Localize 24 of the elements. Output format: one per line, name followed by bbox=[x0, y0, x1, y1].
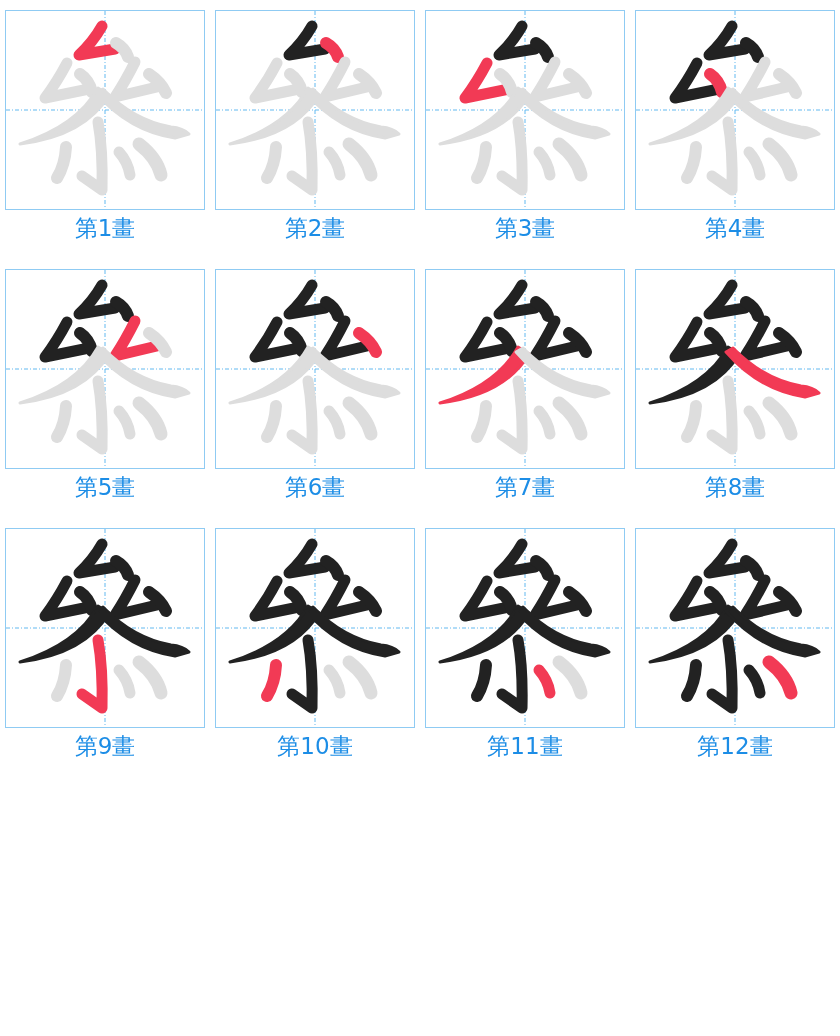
stroke-order-drawing bbox=[635, 528, 835, 728]
stroke-order-drawing bbox=[425, 528, 625, 728]
stroke-order-drawing bbox=[635, 10, 835, 210]
stroke-caption: 第9畫 bbox=[73, 732, 137, 761]
stroke-caption: 第2畫 bbox=[283, 214, 347, 243]
stroke-order-drawing bbox=[5, 269, 205, 469]
stroke-caption: 第11畫 bbox=[486, 732, 564, 761]
stroke-order-drawing bbox=[635, 269, 835, 469]
stroke-caption: 第7畫 bbox=[493, 473, 557, 502]
stroke-caption: 第5畫 bbox=[73, 473, 137, 502]
stroke-caption: 第12畫 bbox=[696, 732, 774, 761]
stroke-order-drawing bbox=[215, 10, 415, 210]
stroke-caption: 第6畫 bbox=[283, 473, 347, 502]
stroke-order-drawing bbox=[5, 528, 205, 728]
stroke-order-drawing bbox=[215, 528, 415, 728]
stroke-caption: 第10畫 bbox=[276, 732, 354, 761]
stroke-caption: 第8畫 bbox=[703, 473, 767, 502]
stroke-order-drawing bbox=[5, 10, 205, 210]
stroke-caption: 第3畫 bbox=[493, 214, 557, 243]
stroke-order-drawing bbox=[425, 10, 625, 210]
stroke-caption: 第4畫 bbox=[703, 214, 767, 243]
stroke-order-drawing bbox=[215, 269, 415, 469]
stroke-caption: 第1畫 bbox=[73, 214, 137, 243]
stroke-order-drawing bbox=[425, 269, 625, 469]
